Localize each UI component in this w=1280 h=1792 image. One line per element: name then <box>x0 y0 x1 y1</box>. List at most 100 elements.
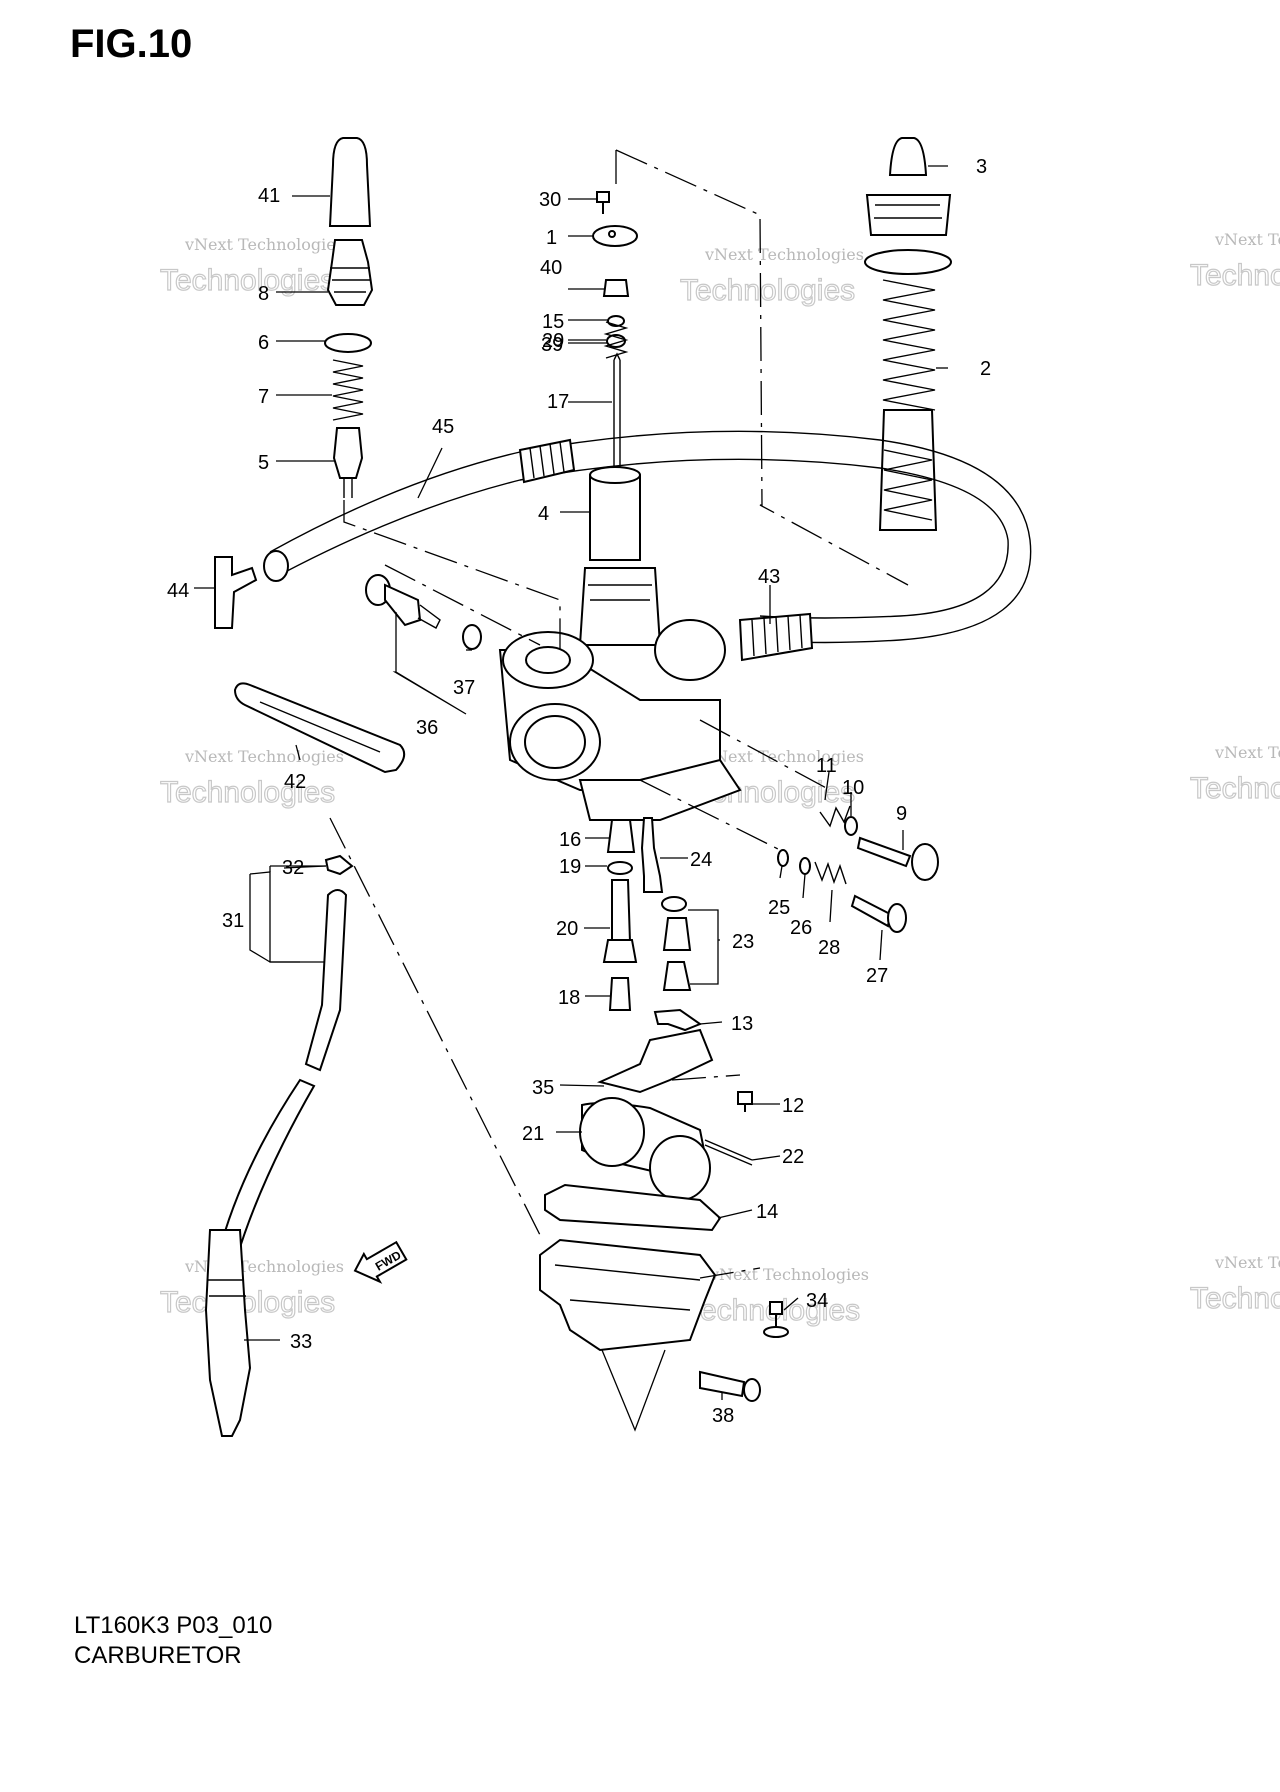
callout-labels: 1 2 3 4 5 6 7 8 9 10 11 12 13 14 15 16 1… <box>167 156 991 1427</box>
watermark-line1: vNext Technologies <box>704 747 864 766</box>
float-bowl-body <box>539 1238 717 1352</box>
callout-41: 41 <box>258 185 280 207</box>
callout-29: 29 <box>542 330 564 352</box>
part-7-spring <box>332 359 364 421</box>
part-26-washer <box>799 857 811 875</box>
callout-30: 30 <box>539 189 561 211</box>
part-38-drain-screw <box>699 1370 746 1398</box>
watermark-line1: vNext Technologies <box>184 235 344 254</box>
callout-44: 44 <box>167 580 189 602</box>
callout-24: 24 <box>690 849 712 871</box>
watermark-line2: Technologies <box>1190 1282 1280 1315</box>
choke-plunger-stack <box>324 137 374 498</box>
callout-38: 38 <box>712 1405 734 1427</box>
watermark-line2: Technologies <box>680 274 855 307</box>
part-45-cable <box>269 430 1032 644</box>
watermark-line2: Technologies <box>1190 772 1280 805</box>
overflow-hose <box>204 854 354 1437</box>
callout-11: 11 <box>816 755 837 777</box>
watermark-line2: Technologies <box>1190 259 1280 292</box>
part-23-float-valve <box>662 917 692 951</box>
part-6-oring <box>324 333 372 353</box>
part-16-jet <box>606 819 636 853</box>
callout-6: 6 <box>258 332 269 354</box>
watermark-line1: vNext Technologies <box>704 245 864 264</box>
fwd-arrow: FWD <box>353 1240 408 1284</box>
callout-45: 45 <box>432 416 454 438</box>
carburetor-body <box>498 466 742 821</box>
callout-36: 36 <box>416 717 438 739</box>
part-19-oring <box>607 861 633 875</box>
callout-21: 21 <box>522 1123 544 1145</box>
watermark: vNext Technologies Technologies <box>1189 743 1280 806</box>
callout-9: 9 <box>896 803 907 825</box>
watermark-line1: vNext Technologies <box>1214 743 1280 762</box>
callout-42: 42 <box>284 771 306 793</box>
watermark: vNext Technologies Technologies <box>159 235 344 298</box>
callout-3: 3 <box>976 156 987 178</box>
callout-22: 22 <box>782 1146 804 1168</box>
watermark: vNext Technologies Technologies <box>1189 230 1280 293</box>
callout-43: 43 <box>758 566 780 588</box>
callout-28: 28 <box>818 937 840 959</box>
part-28-spring <box>814 861 847 885</box>
part-2-cable-tube <box>878 409 938 531</box>
part-44-fitting <box>214 556 258 629</box>
callout-35: 35 <box>532 1077 554 1099</box>
part-29-spring <box>603 321 629 359</box>
float-assembly <box>579 1028 753 1201</box>
idle-screw-parts <box>777 805 939 933</box>
watermark: vNext Technologies Technologies <box>159 1257 344 1320</box>
callout-33: 33 <box>290 1331 312 1353</box>
part-43-boot <box>738 612 814 662</box>
watermark-line1: vNext Technologies <box>709 1265 869 1284</box>
part-10-oring <box>844 816 858 836</box>
watermark: vNext Technologies Technologies <box>679 245 864 308</box>
part-35-float-arm <box>596 1028 714 1094</box>
watermark-line2: Technologies <box>160 776 335 809</box>
assembly-lines <box>329 149 909 1279</box>
part-31-hose-upper <box>304 889 348 1072</box>
watermark: vNext Technologies Technologies <box>159 747 344 810</box>
part-22-pin <box>704 1139 753 1166</box>
watermark-line1: vNext Technologies <box>1214 1253 1280 1272</box>
callout-27: 27 <box>866 965 888 987</box>
part-14-gasket <box>544 1183 722 1232</box>
callout-13: 13 <box>731 1013 753 1035</box>
part-2-spring <box>882 279 936 411</box>
part-13-clip <box>653 1008 703 1032</box>
callout-18: 18 <box>558 987 580 1009</box>
part-8-nut <box>326 239 374 306</box>
part-24-pilot-jet <box>640 817 664 893</box>
part-11-spring <box>819 805 851 828</box>
callout-23: 23 <box>732 931 754 953</box>
float-bowl <box>539 1183 789 1432</box>
part-18-main-jet <box>608 977 632 1011</box>
fwd-arrow-icon <box>353 1240 408 1284</box>
callout-15: 15 <box>542 311 564 333</box>
callout-39: 39 <box>541 334 563 356</box>
callout-32: 32 <box>282 857 304 879</box>
callout-7: 7 <box>258 386 269 408</box>
callout-19: 19 <box>559 856 581 878</box>
part-36-air-screw <box>365 574 441 629</box>
part-40-clip <box>602 279 630 297</box>
watermark-line1: vNext Technologies <box>1214 230 1280 249</box>
callout-40: 40 <box>540 257 562 279</box>
part-2-adjuster <box>865 194 952 236</box>
watermark: vNext Technologies Technologies <box>1189 1253 1280 1316</box>
part-33-tube <box>204 1229 252 1437</box>
callout-17: 17 <box>547 391 569 413</box>
part-5-plunger <box>332 427 364 479</box>
leader-lines <box>194 165 948 1400</box>
part-30-screw <box>596 191 610 214</box>
callout-20: 20 <box>556 918 578 940</box>
part-17-needle <box>613 352 621 468</box>
part-37-washer <box>462 624 482 650</box>
part-42-bracket <box>233 682 406 774</box>
part-3-cap <box>888 137 928 176</box>
callout-26: 26 <box>790 917 812 939</box>
callout-25: 25 <box>768 897 790 919</box>
callout-1: 1 <box>546 227 557 249</box>
